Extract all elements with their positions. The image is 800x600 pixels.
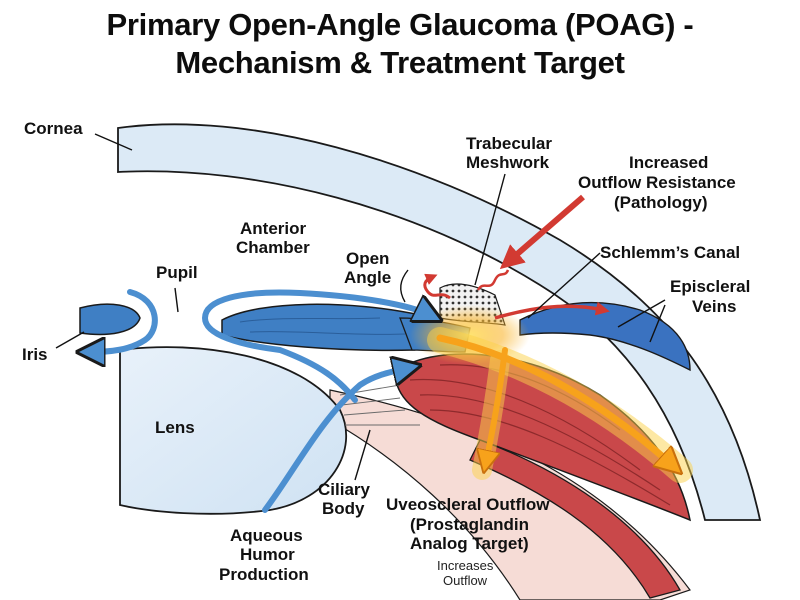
resistance-arrow xyxy=(499,194,585,270)
label-trabecular-2: Meshwork xyxy=(466,153,550,172)
label-uveo-2: (Prostaglandin xyxy=(410,515,529,534)
aqueous-flow-main xyxy=(262,368,408,513)
label-aqueous-1: Aqueous xyxy=(230,526,303,545)
title-line-1: Primary Open-Angle Glaucoma (POAG) - xyxy=(106,7,694,42)
leader-open-angle xyxy=(400,269,409,303)
lens-shape xyxy=(119,346,348,515)
ciliary-strand xyxy=(469,439,681,599)
uveoscleral-arrow-right xyxy=(436,334,672,465)
label-open-2: Angle xyxy=(344,268,391,287)
leader-ciliary xyxy=(354,429,371,481)
label-schlemm: Schlemm’s Canal xyxy=(600,243,740,262)
title-line-2: Mechanism & Treatment Target xyxy=(175,45,625,80)
leader-episcleral-2 xyxy=(649,304,666,343)
label-open-1: Open xyxy=(346,249,389,268)
label-resistance-1: Increased xyxy=(629,153,708,172)
label-resistance-3: (Pathology) xyxy=(614,193,708,212)
label-ciliary-2: Body xyxy=(322,499,365,518)
label-ciliary-1: Ciliary xyxy=(318,480,371,499)
zonule-fibers xyxy=(339,384,420,426)
leader-pupil xyxy=(174,287,179,313)
label-pupil: Pupil xyxy=(156,263,198,282)
wavy-arrow-right xyxy=(476,269,510,291)
schlemm-flow xyxy=(494,301,610,320)
label-anterior-2: Chamber xyxy=(236,238,310,257)
label-episcleral-1: Episcleral xyxy=(670,277,750,296)
ciliary-fibers xyxy=(409,364,671,506)
label-cornea: Cornea xyxy=(24,119,83,138)
label-iris: Iris xyxy=(22,345,48,364)
leader-episcleral-1 xyxy=(617,299,666,328)
leader-trabecular xyxy=(474,173,506,286)
label-increases-1: Increases xyxy=(437,558,494,573)
leader-cornea xyxy=(94,133,133,151)
label-trabecular-1: Trabecular xyxy=(466,134,552,153)
label-episcleral-2: Veins xyxy=(692,297,736,316)
label-aqueous-3: Production xyxy=(219,565,309,584)
page-title: Primary Open-Angle Glaucoma (POAG) - Mec… xyxy=(0,6,800,82)
aqueous-flow-up xyxy=(201,289,430,403)
label-resistance-2: Outflow Resistance xyxy=(578,173,736,192)
label-uveo-1: Uveoscleral Outflow xyxy=(386,495,550,514)
label-lens: Lens xyxy=(155,418,195,437)
label-increases-2: Outflow xyxy=(443,573,488,588)
iris-texture xyxy=(239,317,406,335)
label-aqueous-2: Humor xyxy=(240,545,295,564)
uveoscleral-arrow-down xyxy=(486,347,508,462)
aqueous-flow-pupil xyxy=(90,289,158,352)
leader-iris xyxy=(55,331,85,349)
label-anterior-1: Anterior xyxy=(240,219,307,238)
iris-left xyxy=(79,303,141,336)
leader-schlemm xyxy=(527,252,601,319)
label-uveo-3: Analog Target) xyxy=(410,534,529,553)
